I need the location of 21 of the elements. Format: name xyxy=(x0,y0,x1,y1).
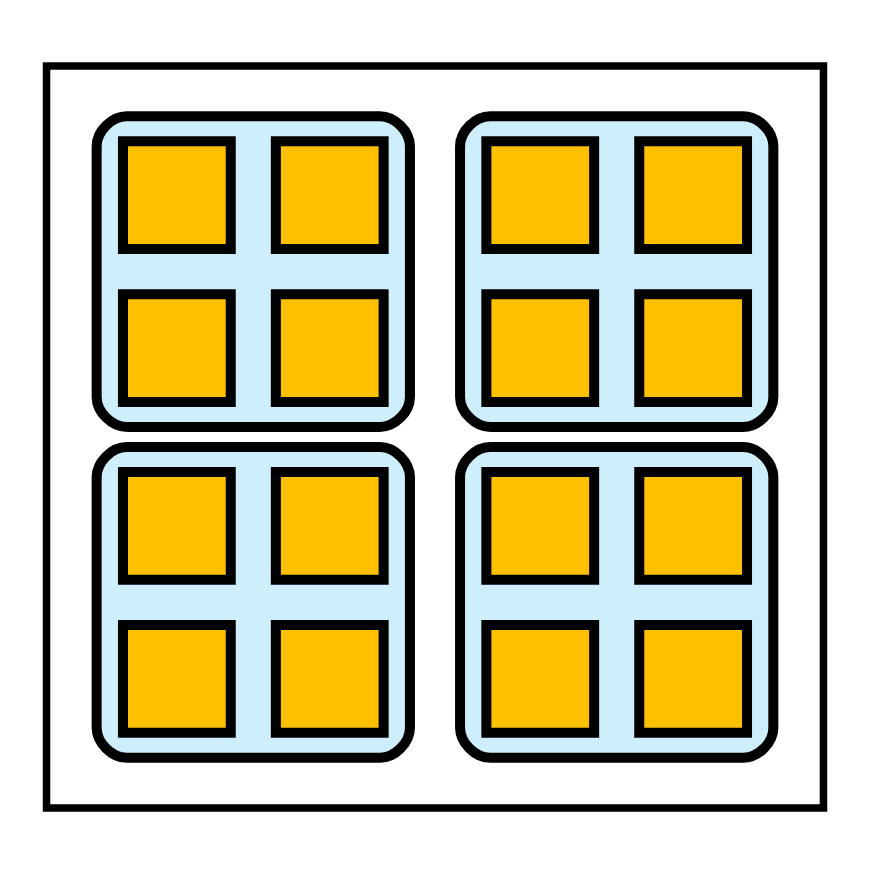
cluster xyxy=(42,62,828,812)
cluster xyxy=(91,442,415,763)
cluster xyxy=(455,442,779,763)
node-box xyxy=(634,136,753,255)
cluster xyxy=(455,111,779,432)
node-box xyxy=(634,619,753,738)
node-box xyxy=(270,619,389,738)
node-box xyxy=(270,289,389,407)
node-box xyxy=(481,136,600,255)
node-box xyxy=(481,289,600,407)
node-box xyxy=(481,619,600,738)
node-box xyxy=(117,467,236,585)
node-box xyxy=(634,467,753,585)
node-box xyxy=(481,467,600,585)
node-box xyxy=(270,467,389,585)
node-box xyxy=(270,136,389,255)
node-box xyxy=(634,289,753,407)
node-box xyxy=(117,136,236,255)
node-box xyxy=(117,289,236,407)
cluster xyxy=(91,111,415,432)
node-box xyxy=(117,619,236,738)
